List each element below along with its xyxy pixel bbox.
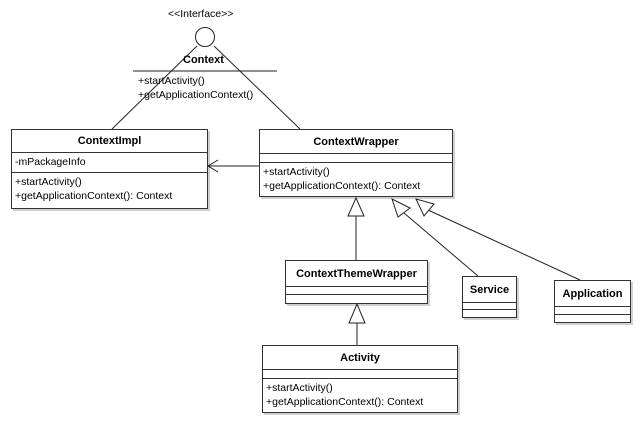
class-operations bbox=[463, 310, 516, 317]
generalization-line-application bbox=[427, 209, 581, 281]
interface-lollipop-icon bbox=[195, 27, 215, 47]
class-operations bbox=[286, 295, 427, 303]
class-operation: +getApplicationContext(): Context bbox=[15, 190, 173, 202]
class-service[interactable]: Service bbox=[462, 276, 517, 318]
class-name: Application bbox=[555, 281, 630, 307]
class-attributes bbox=[555, 307, 630, 315]
class-operation: +startActivity() bbox=[263, 166, 330, 178]
realization-line-contextimpl bbox=[111, 45, 198, 130]
class-name: ContextImpl bbox=[12, 130, 207, 153]
class-contextthemewrapper[interactable]: ContextThemeWrapper bbox=[285, 260, 428, 304]
class-activity[interactable]: Activity +startActivity() +getApplicatio… bbox=[262, 345, 458, 413]
realization-line-contextwrapper bbox=[213, 45, 301, 130]
class-name: ContextWrapper bbox=[260, 130, 452, 154]
class-attributes bbox=[286, 287, 427, 295]
class-operation: +getApplicationContext(): Context bbox=[263, 180, 421, 192]
class-operations bbox=[555, 315, 630, 322]
generalization-line-service bbox=[403, 212, 479, 277]
interface-operation: +getApplicationContext() bbox=[138, 89, 254, 101]
class-attributes bbox=[463, 303, 516, 310]
class-operation: +startActivity() bbox=[266, 382, 333, 394]
generalization-arrowhead-icon bbox=[391, 198, 411, 218]
class-attributes bbox=[263, 370, 457, 379]
interface-operations: +startActivity() +getApplicationContext(… bbox=[138, 74, 253, 102]
generalization-arrowhead-icon bbox=[415, 198, 435, 217]
interface-operation: +startActivity() bbox=[138, 75, 205, 87]
class-attribute: -mPackageInfo bbox=[15, 156, 86, 168]
generalization-arrowhead-icon bbox=[347, 196, 365, 217]
class-operation: +startActivity() bbox=[15, 176, 82, 188]
class-name: Activity bbox=[263, 346, 457, 370]
class-name: ContextThemeWrapper bbox=[286, 261, 427, 287]
class-operation: +getApplicationContext(): Context bbox=[266, 396, 424, 408]
class-application[interactable]: Application bbox=[554, 280, 631, 323]
class-operations: +startActivity() +getApplicationContext(… bbox=[263, 379, 457, 411]
class-operations: +startActivity() +getApplicationContext(… bbox=[12, 173, 207, 205]
association-arrowhead-icon bbox=[207, 159, 219, 173]
interface-stereotype: <<Interface>> bbox=[168, 8, 234, 20]
generalization-arrowhead-icon bbox=[348, 302, 366, 324]
interface-name: Context bbox=[183, 54, 224, 66]
class-contextwrapper[interactable]: ContextWrapper +startActivity() +getAppl… bbox=[259, 129, 453, 197]
class-attributes bbox=[260, 154, 452, 163]
class-name: Service bbox=[463, 277, 516, 303]
class-operations: +startActivity() +getApplicationContext(… bbox=[260, 163, 452, 195]
class-contextimpl[interactable]: ContextImpl -mPackageInfo +startActivity… bbox=[11, 129, 208, 209]
class-attributes: -mPackageInfo bbox=[12, 153, 207, 173]
